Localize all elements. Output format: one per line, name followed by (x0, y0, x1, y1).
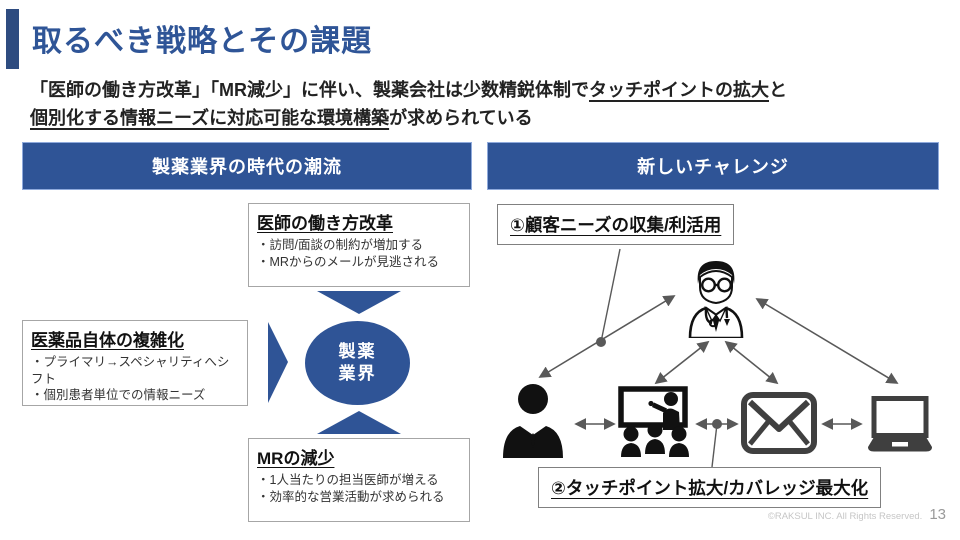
page-number: 13 (929, 506, 946, 523)
challenge-label-1: ①顧客ニーズの収集/利活用 (497, 204, 735, 245)
challenge-label-2-text: ②タッチポイント拡大/カバレッジ最大化 (551, 478, 869, 498)
lead-line2-underlined: 個別化する情報ニーズに対応可能な環境構築 (30, 108, 390, 128)
label2-connector-line (711, 423, 718, 468)
slide-title: 取るべき戦略とその課題 (32, 25, 373, 58)
lead-text: 「医師の働き方改革」「MR減少」に伴い、製薬会社は少数精鋭体制でタッチポイントの… (30, 76, 935, 132)
label1-connector-dot (596, 337, 606, 347)
laptop-icon (868, 396, 932, 452)
box-bullet: ・MRからのメールが見逃される (257, 254, 439, 269)
label2-connector-dot (712, 419, 722, 429)
pharma-circle-line2: 業界 (338, 364, 377, 383)
pharma-industry-circle: 製薬 業界 (305, 321, 410, 405)
box-bullet: ・訪問/面談の制約が増加する (257, 238, 423, 252)
trend-box-mr-decline: MRの減少 ・1人当たりの担当医師が増える ・効率的な営業活動が求められる (248, 438, 470, 522)
arrow-mr-doctor (538, 295, 676, 378)
trend-box-drug-complexity: 医薬品自体の複雑化 ・プライマリ→スペシャリティへシフト ・個別患者単位での情報… (22, 320, 248, 406)
lead-line2-post: が求められている (389, 108, 533, 128)
box-title: MRの減少 (257, 449, 335, 468)
box-bullet: ・1人当たりの担当医師が増える (257, 473, 439, 487)
box-bullet: ・効率的な営業活動が求められる (257, 489, 445, 504)
lead-line1-post: と (769, 80, 787, 100)
mail-icon (741, 392, 817, 454)
slide-footer: ©RAKSUL INC. All Rights Reserved. 13 (768, 506, 946, 523)
arrow-laptop-doctor (755, 298, 899, 384)
pharma-circle-line1: 製薬 (338, 341, 377, 361)
doctor-icon (688, 261, 744, 338)
trend-box-doctor-workstyle: 医師の働き方改革 ・訪問/面談の制約が増加する ・MRからのメールが見逃される (248, 203, 470, 287)
mr-person-icon (503, 384, 563, 458)
arrow-seminar-doctor (654, 340, 710, 385)
triangle-arrow-up-icon (317, 411, 401, 434)
challenge-label-2: ②タッチポイント拡大/カバレッジ最大化 (538, 467, 882, 508)
triangle-arrow-right-icon (268, 322, 288, 403)
label1-connector-line (600, 248, 621, 343)
left-panel-header: 製薬業界の時代の潮流 (22, 142, 472, 190)
copyright-text: ©RAKSUL INC. All Rights Reserved. (767, 511, 923, 522)
challenge-label-1-text: ①顧客ニーズの収集/利活用 (510, 215, 722, 235)
box-bullet: ・プライマリ→スペシャリティへシフト (31, 355, 230, 386)
triangle-arrow-down-icon (317, 291, 401, 314)
arrow-mail-doctor (724, 340, 779, 385)
lead-line1-pre: 「医師の働き方改革」「MR減少」に伴い、製薬会社は少数精鋭体制で (30, 80, 589, 100)
title-accent-bar (6, 9, 19, 69)
box-title: 医薬品自体の複雑化 (31, 331, 184, 350)
box-bullet: ・個別患者単位での情報ニーズ (31, 388, 206, 402)
seminar-icon (618, 386, 689, 457)
box-title: 医師の働き方改革 (257, 214, 393, 233)
right-panel-header: 新しいチャレンジ (487, 142, 939, 190)
lead-line1-underlined: タッチポイントの拡大 (589, 80, 769, 100)
